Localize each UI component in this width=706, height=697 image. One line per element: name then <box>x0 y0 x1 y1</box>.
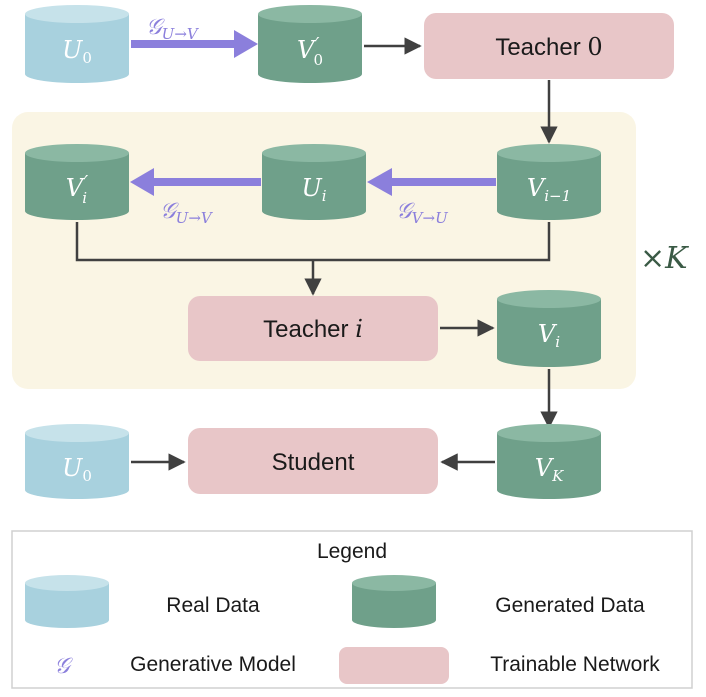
generated-data-cylinder-vk: VK <box>497 424 601 499</box>
generated-data-cylinder-vi: Vi <box>497 290 601 367</box>
generator-sub: U→V <box>162 25 200 43</box>
svg-text:Vi−1: Vi−1 <box>527 174 571 205</box>
legend-real-data-label: Real Data <box>166 594 260 617</box>
real-data-cylinder-u0-bottom: U0 <box>25 424 129 499</box>
node-name: V <box>535 454 555 482</box>
legend-title: Legend <box>317 540 387 563</box>
generative-arrow-right: 𝒢V→U <box>367 168 496 227</box>
generator-sub: V→U <box>412 209 449 227</box>
network-label: Teacher <box>263 316 355 343</box>
node-name: V <box>297 36 317 64</box>
node-sub: 0 <box>82 49 92 67</box>
node-name: U <box>62 36 83 64</box>
legend-generative-model-label: Generative Model <box>130 653 296 676</box>
svg-text:Teacher 0: Teacher 0 <box>495 33 602 61</box>
node-sub: i <box>82 189 87 207</box>
svg-text:Vi: Vi <box>538 320 560 351</box>
node-sub: i <box>555 333 560 351</box>
generated-data-cylinder-v0-prime: V′0 <box>258 5 362 83</box>
generative-arrow-top: 𝒢U→V <box>131 15 258 58</box>
generator-symbol: 𝒢 <box>396 199 415 224</box>
generative-arrow-left: 𝒢U→V <box>130 168 261 227</box>
node-name: V <box>66 174 86 202</box>
legend-generated-data-swatch <box>352 575 436 628</box>
node-name: U <box>62 454 83 482</box>
svg-text:U0: U0 <box>62 36 92 67</box>
node-sub: 0 <box>82 467 92 485</box>
legend-generative-symbol: 𝒢 <box>54 654 73 679</box>
node-sub: i <box>322 187 327 205</box>
generated-data-cylinder-vi-minus-1: Vi−1 <box>497 144 601 220</box>
legend: Legend Real Data Generated Data 𝒢 Genera… <box>11 530 693 689</box>
generator-symbol: 𝒢 <box>146 15 165 40</box>
network-math: i <box>355 315 363 343</box>
svg-text:V′i: V′i <box>66 172 88 207</box>
node-sub: 0 <box>313 51 323 69</box>
legend-generated-data-label: Generated Data <box>495 594 645 617</box>
svg-text:𝒢U→V: 𝒢U→V <box>146 15 200 43</box>
node-name: V <box>527 174 547 202</box>
trainable-network-teacher0: Teacher 0 <box>424 13 674 79</box>
trainable-network-student: Student <box>188 428 438 494</box>
node-sub: i−1 <box>544 187 571 205</box>
svg-text:U0: U0 <box>62 454 92 485</box>
node-name: U <box>301 174 322 202</box>
generator-symbol: 𝒢 <box>160 199 179 224</box>
generated-data-cylinder-vi-prime: V′i <box>25 144 129 220</box>
node-prime: ′ <box>84 172 88 193</box>
legend-trainable-network-label: Trainable Network <box>490 653 660 676</box>
svg-text:VK: VK <box>535 454 564 485</box>
generator-sub: U→V <box>176 209 214 227</box>
svg-text:𝒢U→V: 𝒢U→V <box>160 199 214 227</box>
loop-repeat-label: ×K <box>640 241 689 276</box>
svg-text:𝒢V→U: 𝒢V→U <box>396 199 449 227</box>
network-label: Student <box>272 449 355 476</box>
node-name: V <box>538 320 558 348</box>
real-data-cylinder-u0-top: U0 <box>25 5 129 83</box>
legend-real-data-swatch <box>25 575 109 628</box>
trainable-network-teacher-i: Teacher i <box>188 296 438 361</box>
legend-trainable-network-swatch <box>339 647 449 684</box>
network-math: 0 <box>587 33 602 61</box>
node-prime: ′ <box>315 34 319 55</box>
node-sub: K <box>551 467 564 485</box>
svg-text:Teacher i: Teacher i <box>263 315 363 343</box>
svg-text:V′0: V′0 <box>297 34 323 69</box>
network-label: Teacher <box>495 34 587 61</box>
svg-text:Ui: Ui <box>301 174 326 205</box>
generated-data-cylinder-ui: Ui <box>262 144 366 220</box>
